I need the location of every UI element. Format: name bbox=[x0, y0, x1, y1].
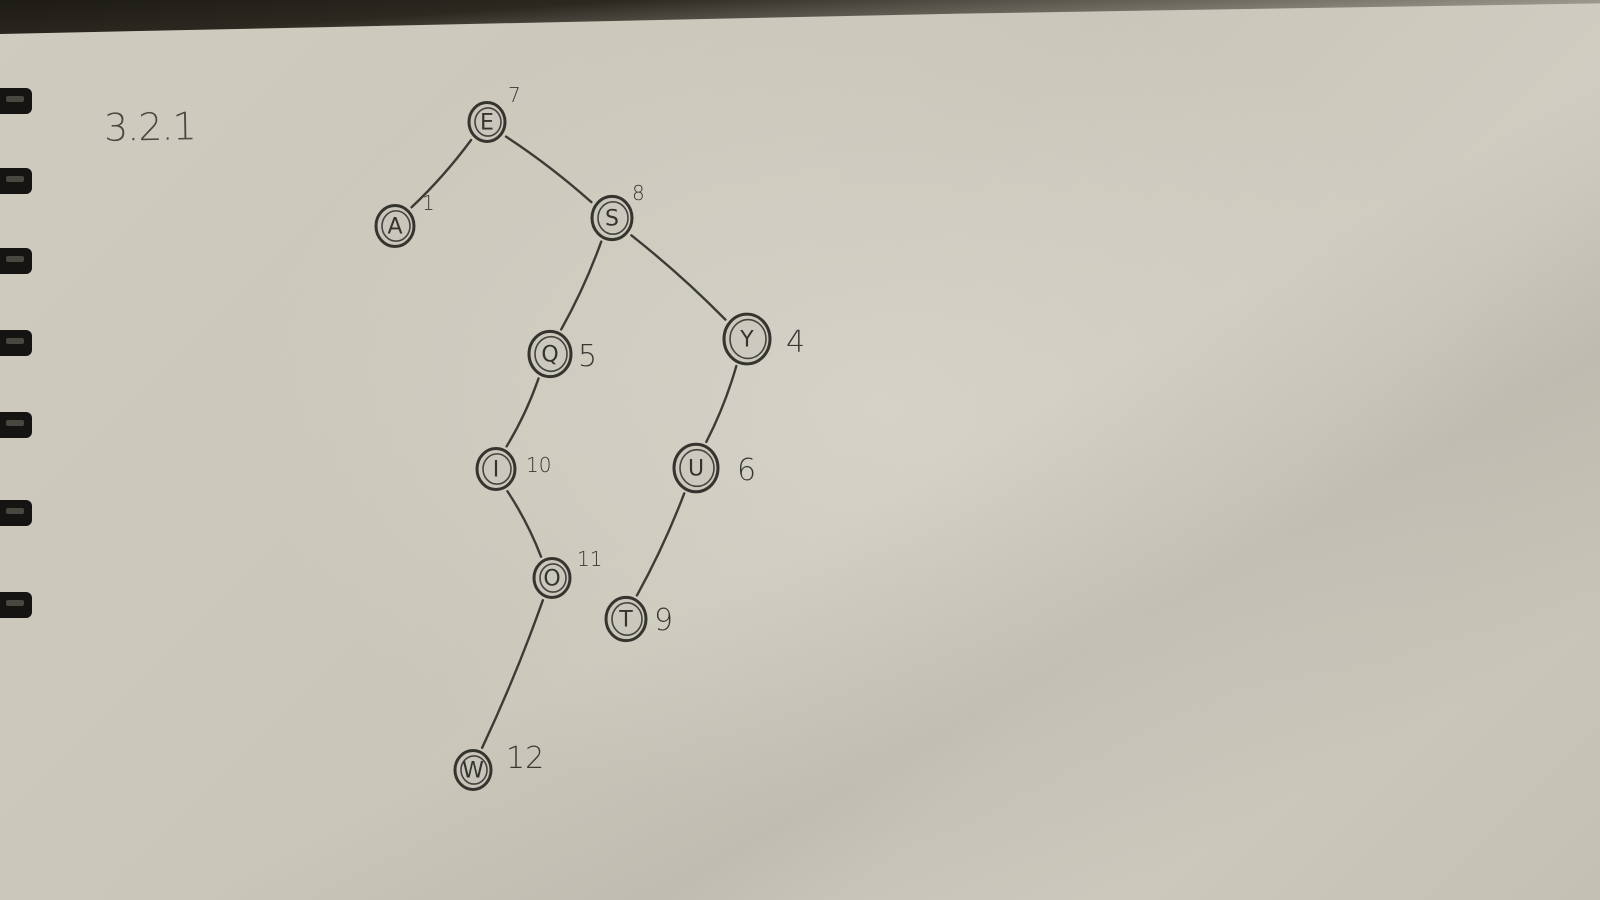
edge-s-q bbox=[560, 240, 603, 331]
tree-node-w: W 12 bbox=[453, 741, 544, 791]
node-insertion-order-label: 7 bbox=[508, 83, 521, 107]
node-insertion-order-label: 1 bbox=[422, 191, 435, 215]
node-inner-circle bbox=[381, 210, 411, 242]
binding-ring bbox=[0, 330, 32, 356]
tree-node-a: A1 bbox=[374, 191, 435, 249]
node-key-label: O bbox=[543, 567, 560, 592]
edge-e-a bbox=[410, 138, 473, 209]
node-insertion-order-label: 11 bbox=[577, 547, 602, 571]
node-key-label: E bbox=[480, 111, 494, 136]
node-key-label: Y bbox=[739, 328, 754, 353]
binding-ring bbox=[0, 592, 32, 618]
node-insertion-order-label: 8 bbox=[632, 181, 645, 205]
tree-node-s: S8 bbox=[590, 181, 645, 242]
binding-ring bbox=[0, 88, 32, 114]
node-key-label: U bbox=[688, 457, 704, 482]
tree-node-o: O 11 bbox=[532, 547, 602, 599]
node-key-label: T bbox=[618, 608, 633, 633]
binding-ring bbox=[0, 248, 32, 274]
node-insertion-order-label: 10 bbox=[526, 453, 551, 477]
node-insertion-order-label: 4 bbox=[786, 325, 805, 360]
node-insertion-order-label: 9 bbox=[654, 603, 673, 638]
edge-i-o bbox=[506, 490, 543, 558]
node-key-label: I bbox=[493, 458, 500, 483]
node-inner-circle bbox=[729, 318, 767, 360]
node-insertion-order-label: 6 bbox=[737, 453, 756, 488]
edge-s-y bbox=[630, 234, 727, 321]
node-inner-circle bbox=[539, 563, 567, 593]
node-inner-circle bbox=[679, 448, 715, 488]
node-key-label: A bbox=[387, 215, 402, 240]
edge-y-u bbox=[705, 364, 738, 444]
node-inner-circle bbox=[611, 601, 643, 636]
binding-ring bbox=[0, 500, 32, 526]
edge-u-t bbox=[635, 492, 686, 597]
node-key-label: Q bbox=[541, 343, 558, 368]
spiral-binding bbox=[0, 80, 40, 680]
binding-ring bbox=[0, 412, 32, 438]
node-inner-circle bbox=[482, 453, 512, 485]
node-key-label: S bbox=[605, 207, 619, 232]
node-inner-circle bbox=[534, 335, 568, 373]
edge-o-w bbox=[480, 598, 545, 750]
node-key-label: W bbox=[462, 759, 484, 784]
binding-ring bbox=[0, 168, 32, 194]
node-insertion-order-label: 5 bbox=[578, 339, 597, 374]
edge-q-i bbox=[505, 377, 540, 448]
node-insertion-order-label: 12 bbox=[506, 741, 544, 776]
node-inner-circle bbox=[597, 201, 629, 236]
tree-node-i: I 10 bbox=[475, 446, 551, 492]
tree-edges bbox=[410, 135, 738, 750]
node-inner-circle bbox=[474, 107, 502, 137]
edge-e-s bbox=[504, 135, 593, 204]
node-inner-circle bbox=[460, 755, 488, 785]
node-circle bbox=[722, 312, 772, 366]
tree-node-e: E7 bbox=[467, 83, 521, 143]
